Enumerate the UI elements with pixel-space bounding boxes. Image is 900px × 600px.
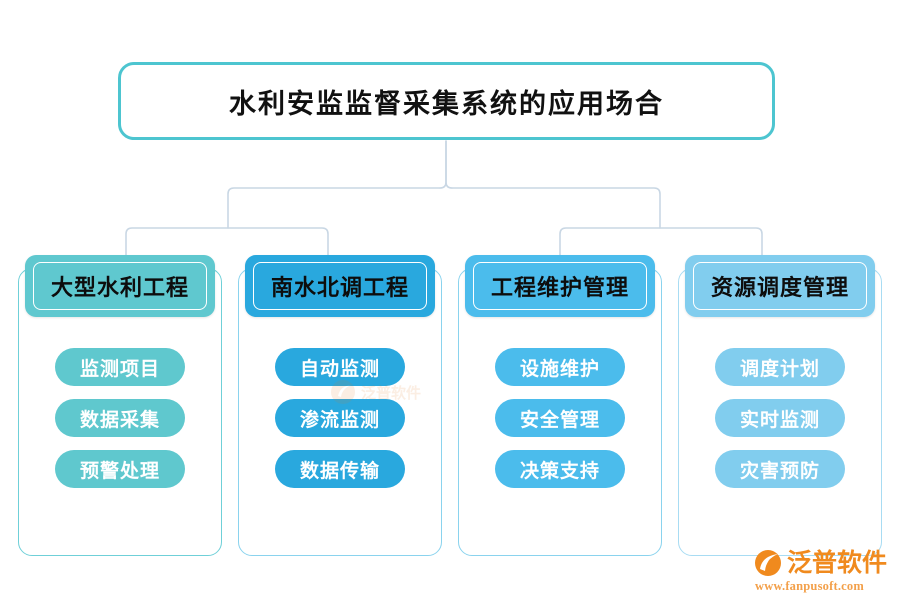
branch-3-item-2[interactable]: 安全管理	[495, 399, 625, 437]
brand-logo: 泛普软件 www.fanpusoft.com	[753, 549, 895, 595]
branch-3-item-3[interactable]: 决策支持	[495, 450, 625, 488]
root-title-box: 水利安监监督采集系统的应用场合	[118, 62, 775, 140]
branch-items-2: 自动监测 渗流监测 数据传输	[238, 348, 442, 488]
page-title: 水利安监监督采集系统的应用场合	[229, 88, 664, 119]
branch-4-item-2[interactable]: 实时监测	[715, 399, 845, 437]
branch-header-3[interactable]: 工程维护管理	[465, 255, 655, 317]
branch-header-4[interactable]: 资源调度管理	[685, 255, 875, 317]
branch-2-item-2[interactable]: 渗流监测	[275, 399, 405, 437]
branch-header-label-3: 工程维护管理	[490, 275, 629, 300]
connector-trunk	[439, 140, 447, 189]
brand-url: www.fanpusoft.com	[755, 579, 864, 593]
branch-header-1[interactable]: 大型水利工程	[25, 255, 215, 317]
brand-name: 泛普软件	[787, 549, 888, 577]
branch-items-1: 监测项目 数据采集 预警处理	[18, 348, 222, 488]
branch-2-item-3[interactable]: 数据传输	[275, 450, 405, 488]
branch-items-3: 设施维护 安全管理 决策支持	[458, 348, 662, 488]
branch-header-label-1: 大型水利工程	[50, 275, 189, 300]
branch-2-item-1[interactable]: 自动监测	[275, 348, 405, 386]
connector-level1-right	[451, 187, 661, 229]
brand-row: 泛普软件	[753, 549, 895, 577]
branch-header-label-2: 南水北调工程	[270, 275, 409, 300]
connector-level1-left	[227, 187, 441, 229]
branch-1-item-3[interactable]: 预警处理	[55, 450, 185, 488]
branch-1-item-2[interactable]: 数据采集	[55, 399, 185, 437]
branch-3-item-1[interactable]: 设施维护	[495, 348, 625, 386]
branch-4-item-1[interactable]: 调度计划	[715, 348, 845, 386]
branch-4-item-3[interactable]: 灾害预防	[715, 450, 845, 488]
branch-header-2[interactable]: 南水北调工程	[245, 255, 435, 317]
branch-1-item-1[interactable]: 监测项目	[55, 348, 185, 386]
branch-items-4: 调度计划 实时监测 灾害预防	[678, 348, 882, 488]
connector-trunk-right	[445, 140, 453, 189]
branch-header-label-4: 资源调度管理	[710, 275, 849, 300]
fanpu-logo-icon	[755, 550, 781, 576]
